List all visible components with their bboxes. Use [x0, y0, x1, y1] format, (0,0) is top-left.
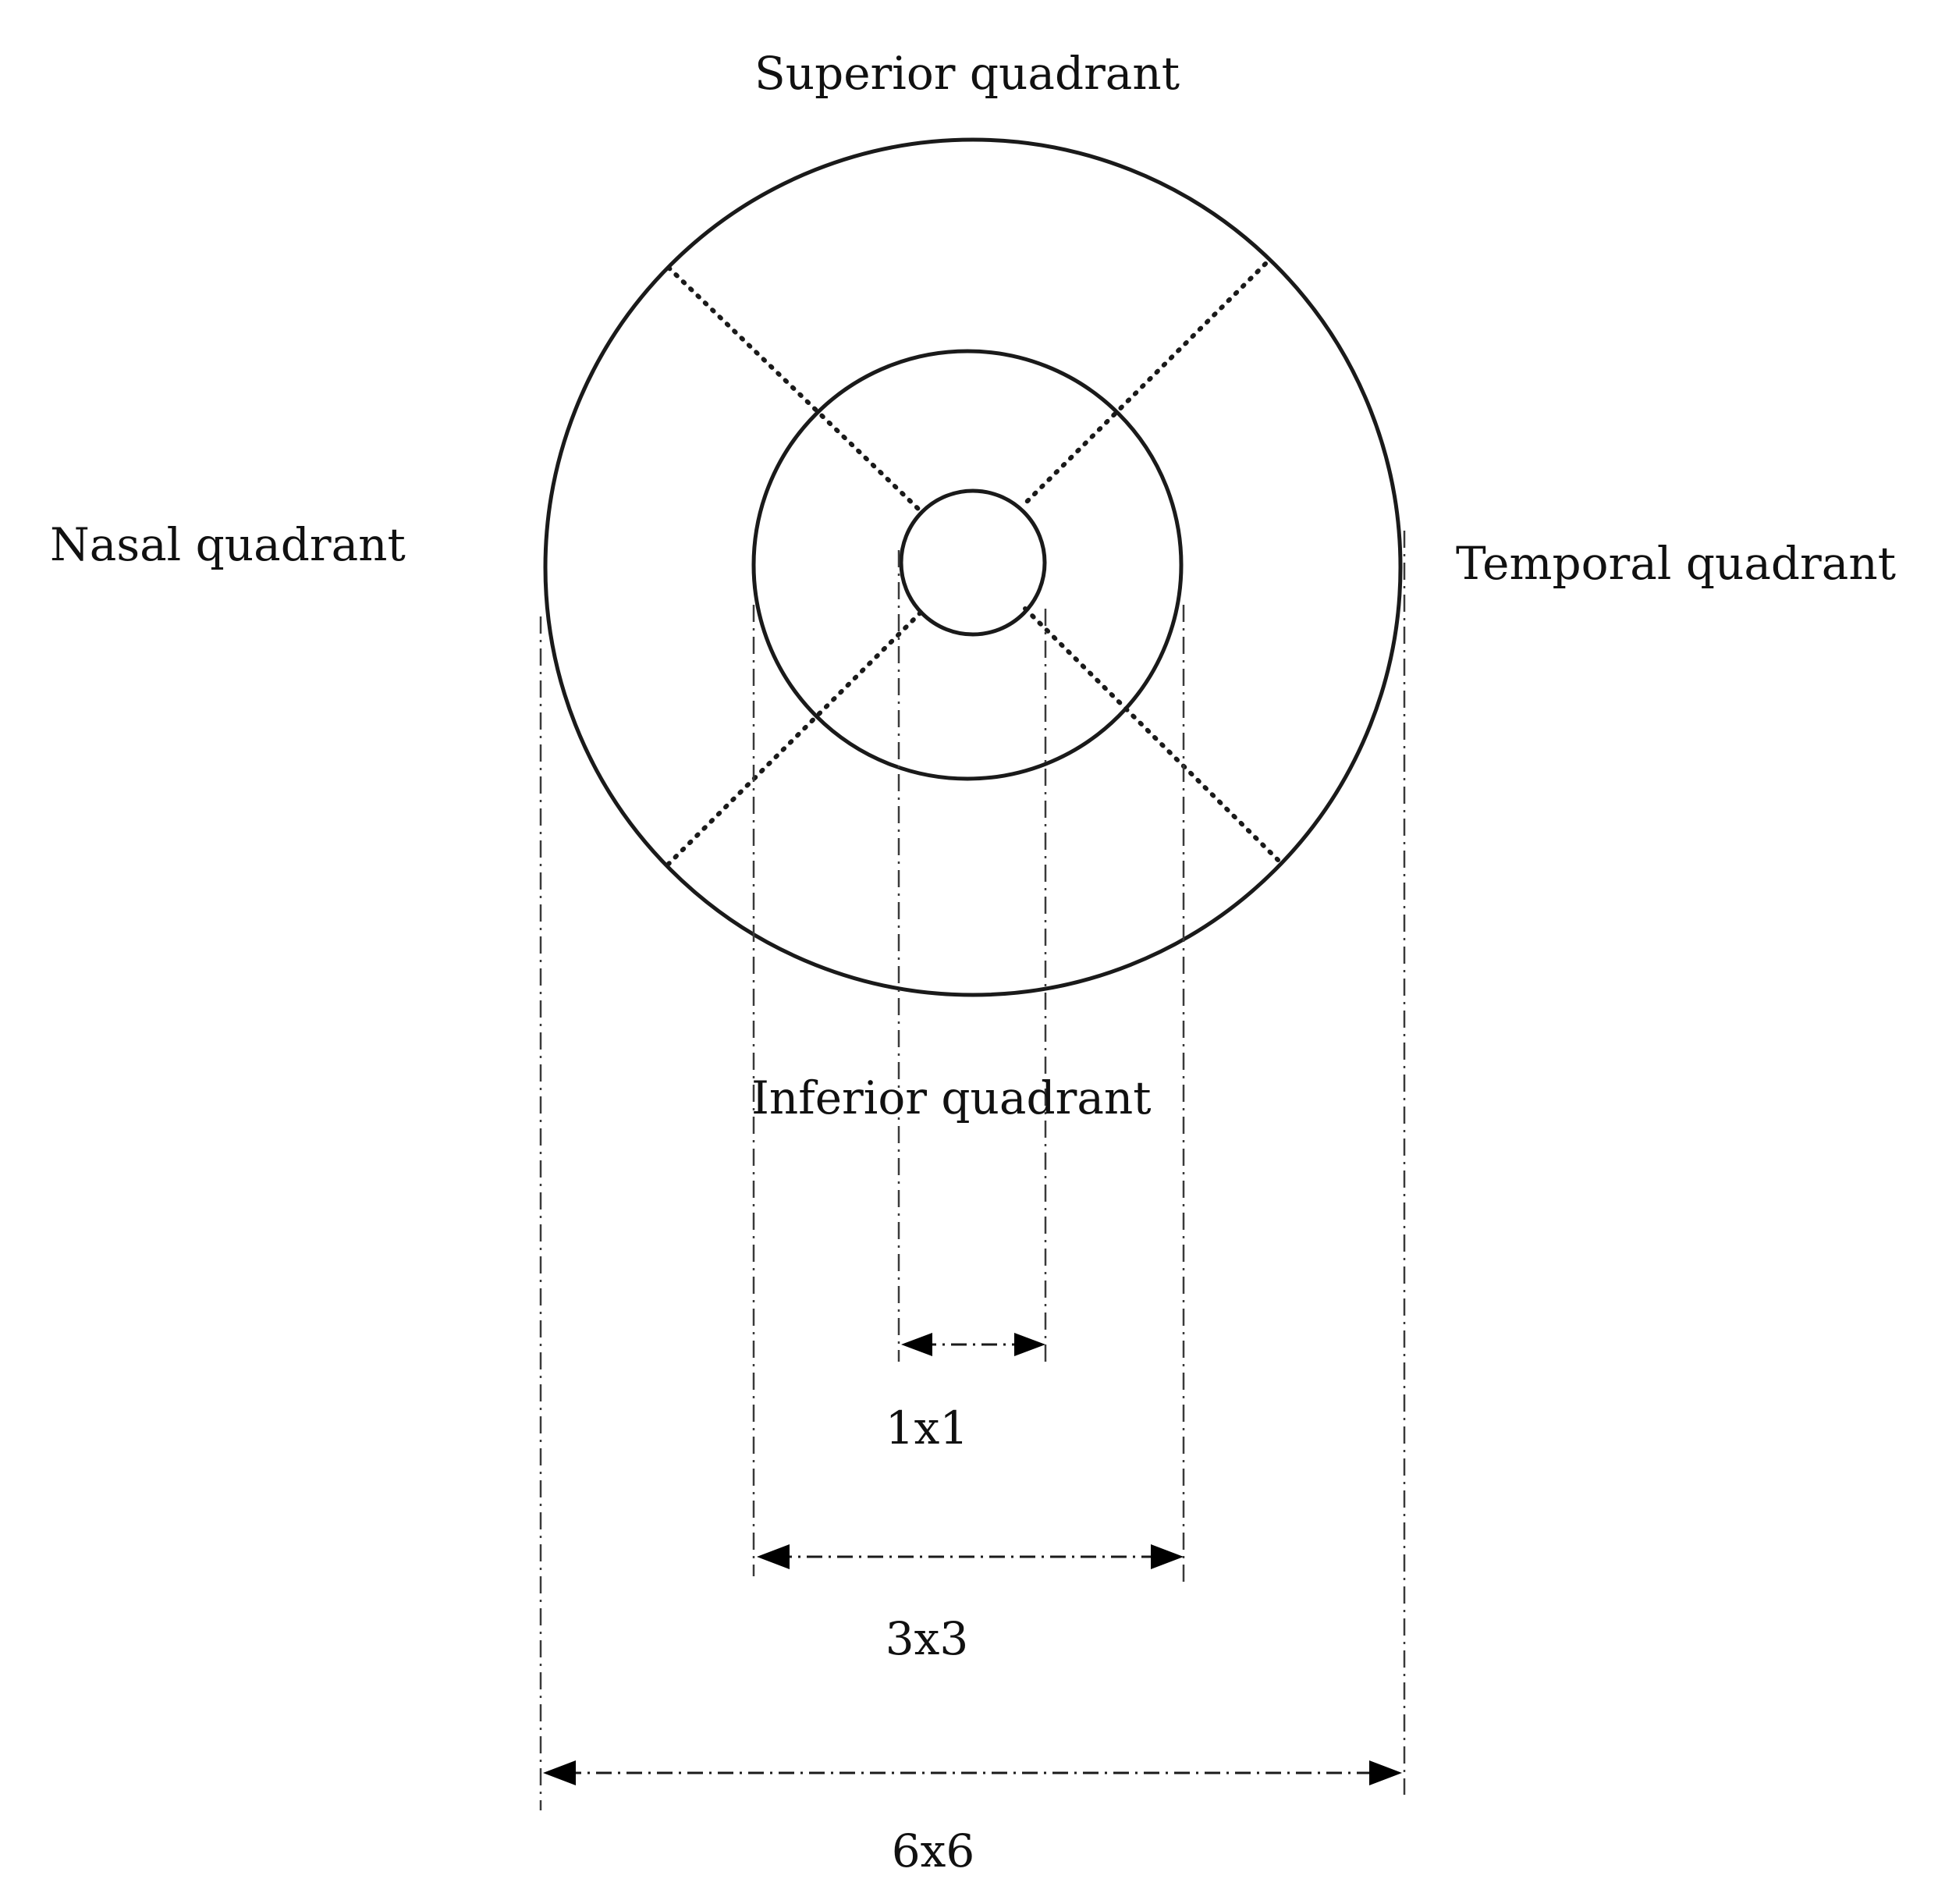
inferior-quadrant-label: Inferior quadrant: [751, 1071, 1152, 1124]
divider-lower-right: [1023, 606, 1280, 862]
arrowhead-1x1-right: [1014, 1333, 1045, 1356]
quadrant-dividers: [666, 261, 1280, 866]
nasal-quadrant-label: Nasal quadrant: [50, 518, 406, 571]
arrowhead-6x6-left: [543, 1760, 576, 1785]
temporal-quadrant-label: Temporal quadrant: [1456, 537, 1896, 590]
middle-ring-3mm: [751, 349, 1184, 781]
arrowhead-1x1-left: [901, 1333, 932, 1356]
extension-lines: [539, 531, 1406, 1810]
divider-upper-right: [1023, 261, 1268, 506]
divider-upper-left: [666, 265, 923, 513]
divider-lower-left: [666, 610, 923, 866]
arrowhead-3x3-right: [1151, 1544, 1184, 1569]
dimension-labels: 1x1 3x3 6x6: [886, 1401, 975, 1877]
quadrant-labels: Superior quadrant Nasal quadrant Tempora…: [50, 47, 1896, 1124]
grid-circles: [543, 137, 1403, 997]
outer-ring-6mm: [543, 137, 1403, 997]
dimension-label-3x3: 3x3: [886, 1612, 969, 1665]
arrowhead-6x6-right: [1369, 1760, 1402, 1785]
arrowhead-3x3-left: [757, 1544, 790, 1569]
dimension-arrows: [543, 1333, 1402, 1785]
dimension-label-1x1: 1x1: [886, 1401, 969, 1455]
superior-quadrant-label: Superior quadrant: [754, 47, 1180, 100]
center-ring-1mm: [899, 488, 1047, 637]
dimension-label-6x6: 6x6: [892, 1824, 975, 1877]
